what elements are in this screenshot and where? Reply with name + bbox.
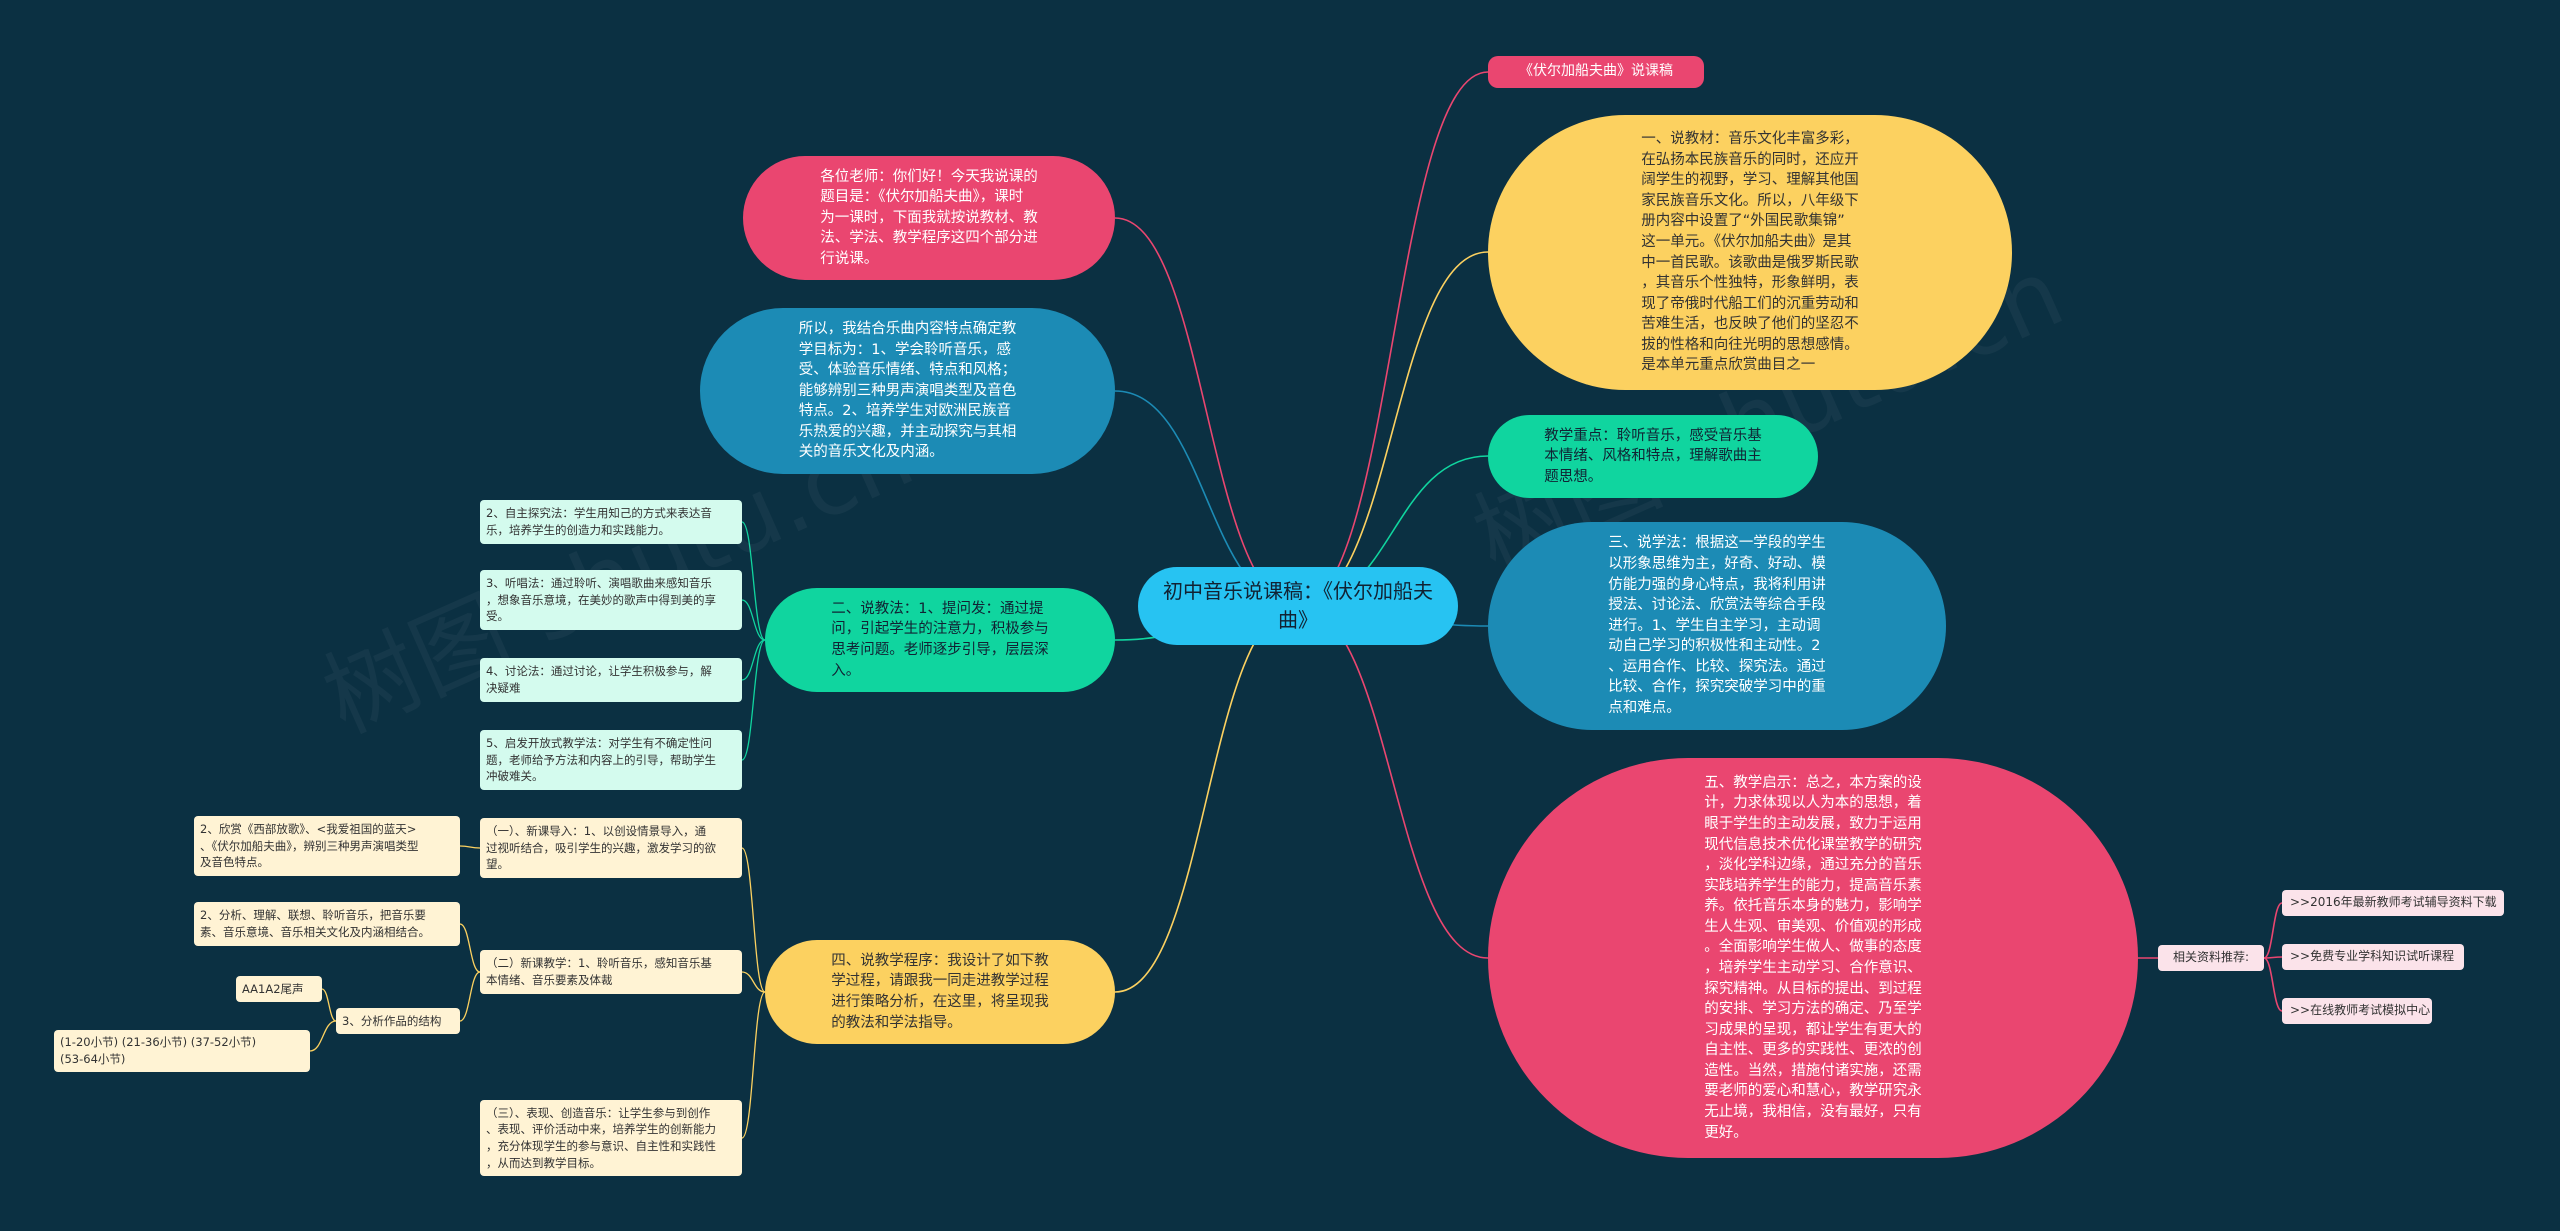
central-topic-label: 初中音乐说课稿：《伏尔加船夫曲》	[1163, 579, 1433, 632]
resource-link[interactable]: >>免费专业学科知识试听课程	[2282, 944, 2464, 970]
procedure-step-text: （二）新课教学：1、聆听音乐，感知音乐基 本情绪、音乐要素及体裁	[486, 956, 712, 987]
teaching-method-node[interactable]: 二、说教法：1、提问发：通过提 问，引起学生的注意力，积极参与 思考问题。老师逐…	[765, 588, 1115, 692]
method-item-text: 5、启发开放式教学法：对学生有不确定性问 题，老师给予方法和内容上的引导，帮助学…	[486, 735, 716, 784]
greeting-node[interactable]: 各位老师：你们好！今天我说课的 题目是：《伏尔加船夫曲》，课时 为一课时，下面我…	[743, 156, 1115, 280]
link-structure-bars	[309, 1020, 337, 1052]
step2-detail[interactable]: 2、分析、理解、联想、聆听音乐，把音乐要 素、音乐意境、音乐相关文化及内涵相结合…	[194, 902, 460, 946]
procedure-node[interactable]: 四、说教学程序：我设计了如下教 学过程，请跟我一同走进教学过程 进行策略分析，在…	[765, 940, 1115, 1044]
resource-link-text: >>免费专业学科知识试听课程	[2290, 949, 2455, 964]
greeting-text: 各位老师：你们好！今天我说课的 题目是：《伏尔加船夫曲》，课时 为一课时，下面我…	[820, 168, 1038, 267]
link-step2-detail	[459, 923, 481, 973]
resource-link[interactable]: >>在线教师考试模拟中心	[2282, 998, 2432, 1024]
teaching-method-text: 二、说教法：1、提问发：通过提 问，引起学生的注意力，积极参与 思考问题。老师逐…	[831, 600, 1049, 679]
link-procedure-step	[741, 847, 766, 993]
step1-detail-text: 2、欣赏《西部放歌》、<我爱祖国的蓝天> 、《伏尔加船夫曲》，辨别三种男声演唱类…	[200, 821, 419, 870]
teaching-material-node[interactable]: 一、说教材：音乐文化丰富多彩， 在弘扬本民族音乐的同时，还应开 阔学生的视野，学…	[1488, 115, 2012, 390]
link-title-tag	[1297, 71, 1489, 607]
structure-form[interactable]: AA1A2尾声	[236, 976, 322, 1002]
link-method-item	[741, 521, 766, 641]
link-method-item	[741, 639, 766, 761]
link-resource	[2263, 902, 2283, 959]
method-item-text: 4、讨论法：通过讨论，让学生积极参与，解 决疑难	[486, 664, 712, 695]
link-structure-form	[321, 988, 337, 1022]
link-structure	[459, 971, 481, 1022]
link-greeting	[1114, 217, 1299, 607]
method-item[interactable]: 4、讨论法：通过讨论，让学生积极参与，解 决疑难	[480, 658, 742, 702]
learning-method-text: 三、说学法：根据这一学段的学生 以形象思维为主，好奇、好动、模 仿能力强的身心特…	[1608, 535, 1826, 717]
resource-link-text: >>在线教师考试模拟中心	[2290, 1003, 2431, 1018]
resources-label[interactable]: 相关资料推荐:	[2158, 945, 2264, 971]
method-item-text: 2、自主探究法：学生用知己的方式来表达音 乐，培养学生的创造力和实践能力。	[486, 506, 712, 537]
structure-node[interactable]: 3、分析作品的结构	[336, 1008, 460, 1034]
inspiration-text: 五、教学启示：总之，本方案的设 计，力求体现以人为本的思想，着 眼于学生的主动发…	[1704, 774, 1922, 1141]
title-tag-label: 《伏尔加船夫曲》说课稿	[1519, 63, 1673, 80]
link-step1-detail	[459, 845, 481, 849]
inspiration-node[interactable]: 五、教学启示：总之，本方案的设 计，力求体现以人为本的思想，着 眼于学生的主动发…	[1488, 758, 2138, 1158]
learning-method-node[interactable]: 三、说学法：根据这一学段的学生 以形象思维为主，好奇、好动、模 仿能力强的身心特…	[1488, 522, 1946, 730]
step2-detail-text: 2、分析、理解、联想、聆听音乐，把音乐要 素、音乐意境、音乐相关文化及内涵相结合…	[200, 908, 430, 939]
procedure-step[interactable]: （一）、新课导入：1、以创设情景导入，通 过视听结合，吸引学生的兴趣，激发学习的…	[480, 818, 742, 878]
teaching-material-text: 一、说教材：音乐文化丰富多彩， 在弘扬本民族音乐的同时，还应开 阔学生的视野，学…	[1641, 131, 1859, 374]
structure-bars-text: (1-20小节) (21-36小节) (37-52小节) (53-64小节)	[60, 1035, 257, 1066]
link-teaching-material	[1297, 251, 1489, 607]
resource-link[interactable]: >>2016年最新教师考试辅导资料下载	[2282, 890, 2504, 916]
procedure-step-text: （一）、新课导入：1、以创设情景导入，通 过视听结合，吸引学生的兴趣，激发学习的…	[486, 823, 716, 872]
method-item[interactable]: 5、启发开放式教学法：对学生有不确定性问 题，老师给予方法和内容上的引导，帮助学…	[480, 730, 742, 790]
title-tag[interactable]: 《伏尔加船夫曲》说课稿	[1488, 56, 1704, 88]
link-method-item	[741, 599, 766, 641]
procedure-step-text: （三）、表现、创造音乐：让学生参与到创作 、表现、评价活动中来，培养学生的创新能…	[486, 1105, 716, 1170]
procedure-step[interactable]: （二）新课教学：1、聆听音乐，感知音乐基 本情绪、音乐要素及体裁	[480, 950, 742, 994]
method-item[interactable]: 2、自主探究法：学生用知己的方式来表达音 乐，培养学生的创造力和实践能力。	[480, 500, 742, 544]
link-method-item	[741, 639, 766, 681]
link-procedure	[1114, 605, 1299, 993]
link-resource	[2263, 957, 2283, 1012]
link-procedure-step	[741, 991, 766, 1139]
structure-bars[interactable]: (1-20小节) (21-36小节) (37-52小节) (53-64小节)	[54, 1030, 310, 1072]
link-procedure-step	[741, 971, 766, 993]
goals-node[interactable]: 所以，我结合乐曲内容特点确定教 学目标为：1、学会聆听音乐，感 受、体验音乐情绪…	[700, 308, 1115, 474]
method-item[interactable]: 3、听唱法：通过聆听、演唱歌曲来感知音乐 ，想象音乐意境，在美妙的歌声中得到美的…	[480, 570, 742, 630]
method-item-text: 3、听唱法：通过聆听、演唱歌曲来感知音乐 ，想象音乐意境，在美妙的歌声中得到美的…	[486, 575, 716, 624]
central-topic[interactable]: 初中音乐说课稿：《伏尔加船夫曲》	[1138, 567, 1458, 645]
resources-label-text: 相关资料推荐:	[2172, 950, 2250, 965]
structure-node-text: 3、分析作品的结构	[342, 1013, 442, 1028]
resource-link-text: >>2016年最新教师考试辅导资料下载	[2290, 895, 2497, 910]
step1-detail[interactable]: 2、欣赏《西部放歌》、<我爱祖国的蓝天> 、《伏尔加船夫曲》，辨别三种男声演唱类…	[194, 816, 460, 876]
goals-text: 所以，我结合乐曲内容特点确定教 学目标为：1、学会聆听音乐，感 受、体验音乐情绪…	[798, 320, 1017, 461]
link-inspiration	[1297, 605, 1489, 959]
key-points-node[interactable]: 教学重点：聆听音乐，感受音乐基 本情绪、风格和特点，理解歌曲主 题思想。	[1488, 415, 1818, 498]
procedure-step[interactable]: （三）、表现、创造音乐：让学生参与到创作 、表现、评价活动中来，培养学生的创新能…	[480, 1100, 742, 1176]
structure-form-text: AA1A2尾声	[242, 981, 304, 996]
procedure-text: 四、说教学程序：我设计了如下教 学过程，请跟我一同走进教学过程 进行策略分析，在…	[831, 952, 1049, 1031]
key-points-text: 教学重点：聆听音乐，感受音乐基 本情绪、风格和特点，理解歌曲主 题思想。	[1544, 427, 1762, 485]
